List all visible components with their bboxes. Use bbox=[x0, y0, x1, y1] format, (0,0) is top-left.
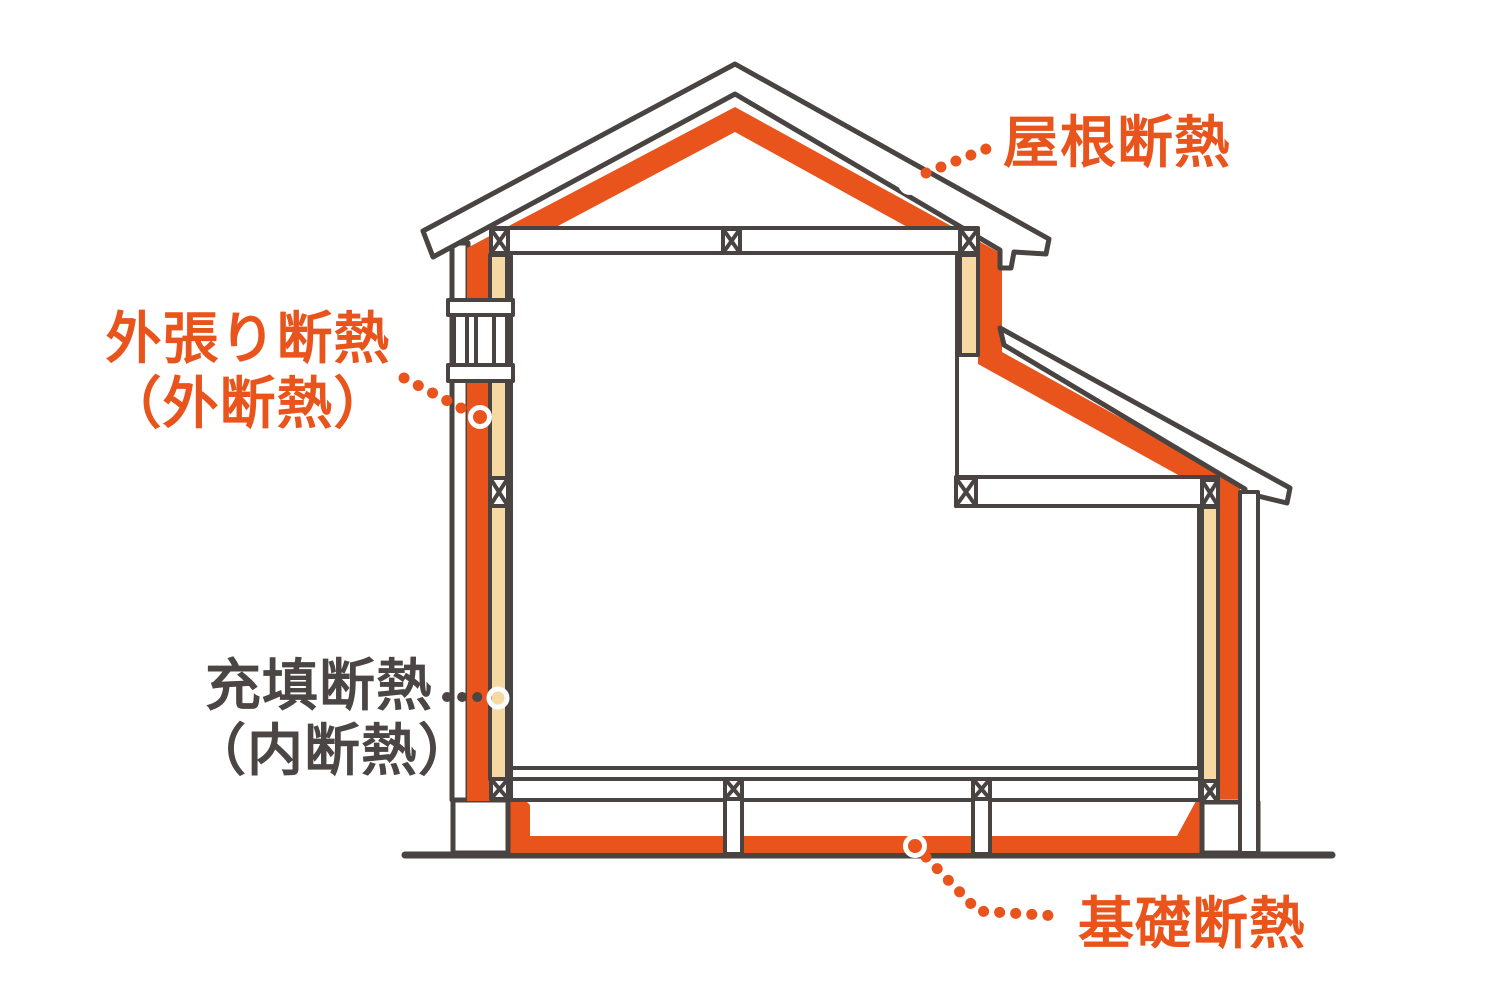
window-sill-top bbox=[446, 298, 515, 317]
foundation-wall-left bbox=[450, 797, 511, 856]
leader-exterior bbox=[398, 372, 469, 415]
floor-post bbox=[971, 797, 992, 856]
wall-fill-insulation bbox=[488, 253, 1220, 783]
floor-post bbox=[723, 797, 744, 856]
label-fill-insulation-line2: （内断熱） bbox=[190, 718, 475, 784]
leader-exterior-anchor-ring bbox=[468, 405, 492, 429]
window-sill-bottom bbox=[446, 363, 515, 383]
roof-and-wall-insulation bbox=[467, 107, 1240, 799]
roof-panel-main bbox=[420, 61, 1052, 271]
window-sash-lines bbox=[465, 314, 496, 366]
siding-right bbox=[1238, 490, 1260, 855]
label-exterior-insulation: 外張り断熱 （外断熱） bbox=[96, 307, 400, 438]
window bbox=[446, 298, 515, 383]
leader-foundation bbox=[920, 851, 1064, 922]
ceiling-lower bbox=[954, 475, 1220, 508]
leader-roof-anchor-ring bbox=[898, 171, 922, 195]
foundation-insulation bbox=[509, 784, 1200, 853]
label-roof-insulation: 屋根断熱 bbox=[1003, 111, 1231, 176]
label-fill-insulation: 充填断熱 （内断熱） bbox=[190, 654, 475, 785]
leader-lines bbox=[398, 141, 1064, 922]
window-frame bbox=[452, 313, 509, 367]
label-fill-insulation-line1: 充填断熱 bbox=[205, 654, 433, 719]
label-exterior-insulation-line1: 外張り断熱 bbox=[105, 307, 391, 372]
label-foundation-insulation: 基礎断熱 bbox=[1078, 892, 1306, 957]
beam-cross-sections bbox=[488, 227, 1220, 804]
label-exterior-insulation-line2: （外断熱） bbox=[105, 371, 391, 437]
leader-foundation-anchor-ring bbox=[903, 834, 927, 858]
floor-joist-band bbox=[509, 777, 1202, 802]
leader-roof bbox=[920, 141, 997, 179]
leader-fill-anchor-ring bbox=[486, 686, 510, 710]
